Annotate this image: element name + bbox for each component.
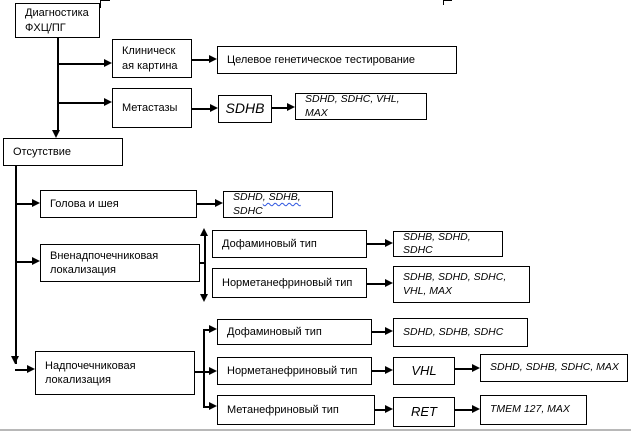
node-adrenal-label: Надпочечниковая локализация [45,359,136,386]
connector-elbow-to-metanephrine [203,406,211,408]
node-targeted-testing: Целевое генетическое тестирование [217,46,457,74]
arrowhead-to-metastases [104,98,112,106]
arrowhead-to-extra-adrenal [32,257,40,265]
node-vhl-gene: VHL [393,357,455,385]
node-diagnosis: Диагностика ФХЦ/ПГ [15,3,100,38]
arrowhead-to-vhl-genes [472,364,480,372]
node-ret-next-genes-label: TMEM 127, MAX [490,403,570,416]
connector-vhl-to-genes [455,368,473,370]
arrowhead-to-dopamine1-genes [385,239,393,247]
connector-to-extra-adrenal [15,261,33,263]
node-head-neck-label: Голова и шея [50,197,119,210]
node-sdhb-next-genes-label: SDHD, SDHC, VHL, MAX [305,93,400,119]
connector-to-clinical [57,63,104,65]
node-vhl-gene-label: VHL [411,362,437,378]
arrowhead-to-clinical [104,59,112,67]
node-ret-next-genes: TMEM 127, MAX [480,395,587,425]
arrowhead-to-dopamine-2 [209,325,217,333]
node-metanephrine-type-label: Метанефриновый тип [227,403,339,416]
node-diagnosis-label: Диагностика ФХЦ/ПГ [25,7,89,34]
node-head-neck: Голова и шея [40,190,197,218]
node-absence-label: Отсутствие [13,145,72,158]
connector-sdhb-to-genes [272,107,288,109]
connector-dopamine2-to-genes [372,331,386,333]
connector-diagnosis-rail [57,38,59,131]
arrowhead-to-ret [385,405,393,413]
cropped-text-artifact [100,0,110,8]
arrowhead-to-sdhb [210,104,218,112]
gene-text: SDHC [233,204,263,217]
gene-text: SDHD [233,191,263,204]
node-sdhb-next-genes: SDHD, SDHC, VHL, MAX [295,93,427,120]
node-head-neck-genes-label: SDHD, SDHB, SDHC [233,191,326,218]
node-targeted-testing-label: Целевое генетическое тестирование [227,53,416,66]
connector-to-head-neck [15,203,33,205]
node-sdhb-gene-label: SDHB [225,100,265,117]
connector-elbow-to-dopamine-2 [203,329,211,331]
node-normetanephrine-type-1-genes-label: SDHB, SDHD, SDHC, VHL, MAX [403,271,507,297]
node-dopamine-type-1-label: Дофаминовый тип [222,237,317,250]
node-vhl-next-genes-label: SDHD, SDHB, SDHC, MAX [490,361,619,374]
connector-headneck-to-genes [197,203,216,205]
node-extra-adrenal-label: Вненадпочечниковая локализация [50,249,159,276]
node-head-neck-genes: SDHD, SDHB, SDHC [223,191,333,218]
node-normetanephrine-type-2: Норметанефриновый тип [217,357,372,385]
connector-to-metastases [57,102,104,104]
connector-extra-adrenal-stub [200,262,206,264]
node-adrenal: Надпочечниковая локализация [35,351,195,395]
arrowhead-to-adrenal [27,365,35,373]
connector-extra-adrenal-rail [204,235,206,295]
node-clinical-picture: Клиническая картина [112,39,192,78]
arrowhead-to-targeted [209,55,217,63]
connector-normeta1-to-genes [367,283,386,285]
arrowhead-to-dopamine-1 [200,228,208,236]
node-metastases-label: Метастазы [122,101,178,114]
arrowhead-to-sdhb-genes [287,103,295,111]
arrowhead-to-ret-genes [472,405,480,413]
arrowhead-rail-end [11,356,19,364]
cropped-text-artifact [443,0,452,5]
connector-ret-to-genes [455,409,473,411]
node-dopamine-type-1-genes-label: SDHB, SDHD, SDHC [403,230,471,256]
connector-metanephrine-to-ret [375,409,386,411]
misspelled-gene-text: , SDHB, [262,191,301,204]
arrowhead-to-normetanephrine-2 [209,367,217,375]
arrowhead-to-metanephrine [209,402,217,410]
screenshot-bottom-edge [0,429,631,431]
connector-normeta2-to-vhl [372,370,386,372]
node-extra-adrenal: Вненадпочечниковая локализация [40,244,200,282]
connector-clinical-to-targeted [192,59,210,61]
connector-to-adrenal [15,369,28,371]
node-dopamine-type-2-genes-label: SDHD, SDHB, SDHC [403,325,504,338]
arrowhead-to-head-neck [32,199,40,207]
node-metanephrine-type: Метанефриновый тип [217,395,375,425]
node-normetanephrine-type-1-genes: SDHB, SDHD, SDHC, VHL, MAX [393,266,530,303]
node-normetanephrine-type-1: Норметанефриновый тип [212,268,367,298]
node-normetanephrine-type-2-label: Норметанефриновый тип [227,364,358,377]
connector-metastases-to-sdhb [192,108,212,110]
node-dopamine-type-1-genes: SDHB, SDHD, SDHC [393,231,503,257]
node-vhl-next-genes: SDHD, SDHB, SDHC, MAX [480,354,628,382]
connector-dopamine1-to-genes [367,243,386,245]
node-dopamine-type-2: Дофаминовый тип [217,319,372,345]
node-clinical-picture-label: Клиническая картина [122,45,178,72]
node-dopamine-type-2-label: Дофаминовый тип [227,325,322,338]
node-ret-gene: RET [393,397,455,427]
node-normetanephrine-type-1-label: Норметанефриновый тип [222,276,353,289]
node-metastases: Метастазы [112,88,192,128]
node-absence: Отсутствие [3,138,123,166]
node-dopamine-type-2-genes: SDHD, SDHB, SDHC [393,318,528,347]
arrowhead-to-normetanephrine-1 [200,294,208,302]
arrowhead-to-vhl [385,366,393,374]
arrowhead-to-headneck-genes [215,199,223,207]
arrowhead-to-dopamine2-genes [385,327,393,335]
connector-adrenal-rail [203,329,205,407]
connector-absence-rail [15,166,17,364]
arrowhead-to-absence [52,130,60,138]
arrowhead-to-normeta1-genes [385,279,393,287]
node-ret-gene-label: RET [411,403,437,419]
node-sdhb-gene: SDHB [218,95,272,123]
node-dopamine-type-1: Дофаминовый тип [212,230,367,258]
